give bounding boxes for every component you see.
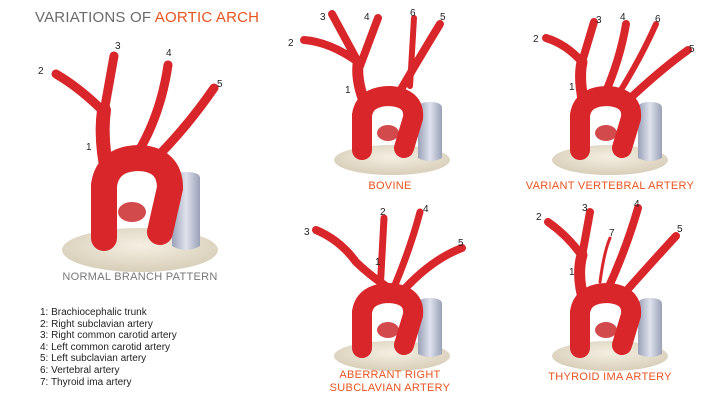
aortic-arch-vessels — [542, 18, 692, 160]
caption-normal: NORMAL BRANCH PATTERN — [62, 271, 218, 283]
panel-variant-vertebral-labels: 1 2 3 4 5 6 — [533, 12, 695, 93]
label-2: 2 — [533, 34, 539, 45]
label-3: 3 — [582, 203, 588, 214]
legend-item: 5: Left subclavian artery — [40, 353, 147, 365]
label-6: 6 — [655, 14, 661, 25]
label-3: 3 — [115, 41, 121, 52]
right-common-carotid-artery — [578, 18, 598, 66]
label-4: 4 — [364, 12, 370, 23]
vertebral-artery — [613, 21, 659, 101]
label-3: 3 — [596, 15, 602, 26]
pulmonary-artery — [595, 322, 617, 338]
caption-bovine: BOVINE — [368, 180, 412, 192]
vein — [638, 298, 662, 357]
left-subclavian-artery — [392, 20, 444, 102]
label-3: 3 — [320, 12, 326, 23]
left-subclavian-artery — [616, 232, 680, 302]
caption-variant-vertebral: VARIANT VERTEBRAL ARTERY — [525, 180, 695, 192]
aortic-arch-vessels — [312, 208, 466, 358]
legend-item: 4: Left common carotid artery — [40, 341, 171, 353]
vein — [418, 298, 442, 357]
aortic-arch-vessels — [51, 51, 219, 251]
panel-bovine-labels: 1 2 3 4 5 6 — [288, 8, 446, 96]
label-3: 3 — [304, 227, 310, 238]
brachiocephalic-trunk — [575, 56, 591, 114]
left-subclavian-artery — [145, 83, 219, 169]
left-common-carotid-artery — [602, 204, 642, 297]
pulmonary-artery — [118, 202, 146, 222]
label-2: 2 — [536, 212, 542, 223]
label-7: 7 — [609, 228, 615, 239]
label-5: 5 — [458, 238, 464, 249]
aortic-arch-vessels — [544, 204, 680, 358]
label-2: 2 — [288, 38, 294, 49]
right-subclavian-artery — [51, 69, 109, 117]
right-common-carotid-artery — [328, 10, 362, 66]
thyroid-ima-artery — [598, 236, 612, 284]
label-2: 2 — [380, 207, 386, 218]
label-1: 1 — [345, 85, 351, 96]
right-subclavian-artery — [542, 34, 586, 66]
panel-aberrant-labels: 1 2 3 4 5 — [304, 204, 464, 268]
page-title: VARIATIONS OF AORTIC ARCH — [35, 9, 259, 26]
caption-aberrant-line1: ABERRANT RIGHT — [339, 369, 441, 381]
right-common-carotid-artery — [578, 208, 594, 260]
label-5: 5 — [689, 44, 695, 55]
label-1: 1 — [569, 82, 575, 93]
right-common-carotid-artery — [99, 51, 119, 117]
legend-item: 3: Right common carotid artery — [40, 330, 177, 342]
common-trunk — [352, 58, 374, 116]
right-subclavian-artery — [544, 218, 586, 260]
vein — [418, 102, 442, 161]
panel-normal-labels: 1 2 3 4 5 — [38, 41, 223, 153]
left-common-carotid-artery — [356, 14, 382, 70]
label-4: 4 — [634, 199, 640, 210]
caption-aberrant-line2: SUBCLAVIAN ARTERY — [329, 382, 451, 394]
left-common-carotid-artery — [600, 20, 630, 100]
left-common-carotid-artery — [388, 208, 424, 296]
brachiocephalic-trunk — [574, 249, 591, 311]
legend-item: 7: Thyroid ima artery — [40, 376, 132, 388]
pulmonary-artery — [377, 322, 399, 338]
caption-thyroid-ima: THYROID IMA ARTERY — [548, 371, 672, 383]
panel-aberrant-right-subclavian: 1 2 3 4 5 — [304, 204, 466, 371]
left-subclavian-artery — [396, 244, 466, 298]
vein — [638, 102, 662, 161]
label-1: 1 — [86, 142, 92, 153]
label-5: 5 — [677, 224, 683, 235]
panel-variant-vertebral: 1 2 3 4 5 6 — [533, 12, 695, 175]
label-6: 6 — [410, 8, 416, 19]
legend-item: 1: Brachiocephalic trunk — [40, 307, 147, 318]
pulmonary-artery — [377, 125, 399, 141]
label-1: 1 — [569, 267, 575, 278]
aortic-arch-vessels — [300, 10, 444, 160]
panel-bovine: 1 2 3 4 5 6 — [288, 8, 450, 175]
label-4: 4 — [423, 204, 429, 215]
left-common-carotid-artery — [127, 60, 173, 167]
label-4: 4 — [166, 48, 172, 59]
legend-item: 2: Right subclavian artery — [40, 318, 153, 330]
title-highlight: AORTIC ARCH — [154, 9, 260, 26]
label-5: 5 — [440, 12, 446, 23]
left-subclavian-artery — [620, 46, 692, 108]
panel-thyroid-ima: 1 2 3 4 5 7 — [536, 199, 683, 371]
pulmonary-artery — [595, 125, 617, 141]
right-common-carotid-artery — [376, 214, 388, 296]
label-4: 4 — [620, 12, 626, 23]
panel-normal: 1 2 3 4 5 — [38, 41, 223, 272]
title-prefix: VARIATIONS OF — [35, 9, 152, 26]
legend-item: 6: Vertebral artery — [40, 364, 120, 376]
label-5: 5 — [217, 79, 223, 90]
brachiocephalic-trunk — [95, 103, 115, 182]
panel-thyroid-ima-labels: 1 2 3 4 5 7 — [536, 199, 683, 278]
label-1: 1 — [375, 257, 381, 268]
legend: 1: Brachiocephalic trunk 2: Right subcla… — [40, 307, 177, 388]
label-2: 2 — [38, 66, 44, 77]
